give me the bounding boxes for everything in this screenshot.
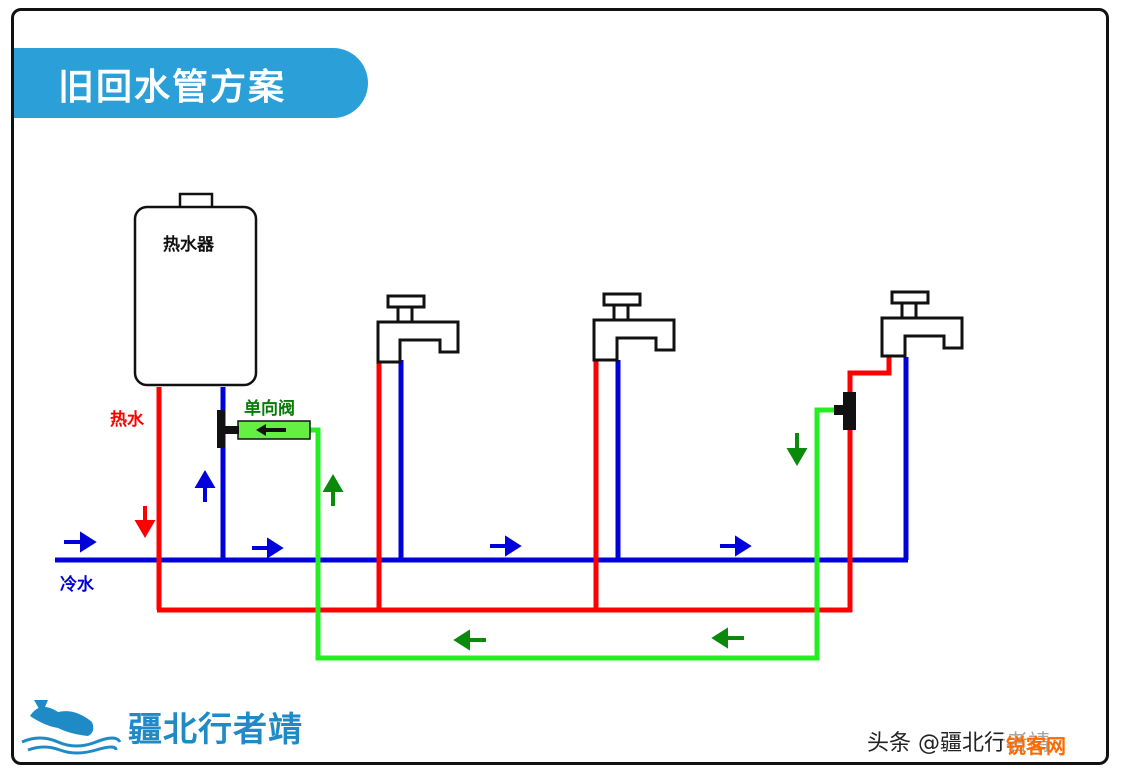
faucet-icon: [376, 294, 460, 364]
faucet-icon: [592, 292, 676, 362]
faucet-icon: [880, 290, 964, 358]
check-valve-icon: [217, 410, 311, 448]
title-banner: [14, 48, 368, 118]
cold-water-label: 冷水: [60, 575, 94, 595]
diagram-frame: [11, 8, 1109, 765]
hot-pipe: [156, 356, 892, 613]
flow-arrow-icon: [134, 506, 156, 538]
page-title: 旧回水管方案: [58, 67, 287, 108]
tee-fitting-icon: [834, 392, 856, 430]
water-heater-icon: [133, 192, 258, 387]
return-pipe: [300, 407, 840, 661]
hot-water-label: 热水: [110, 410, 144, 430]
watermark-stamp: 锐客网: [1003, 730, 1069, 759]
whale-logo-icon: [21, 700, 122, 755]
brand-name: 疆北行者靖: [128, 710, 303, 750]
heater-label: 热水器: [163, 235, 214, 255]
cold-pipe: [55, 357, 909, 563]
flow-arrow-icon: [64, 470, 752, 559]
flow-arrow-icon: [322, 433, 808, 651]
check-valve-label: 单向阀: [244, 399, 295, 419]
